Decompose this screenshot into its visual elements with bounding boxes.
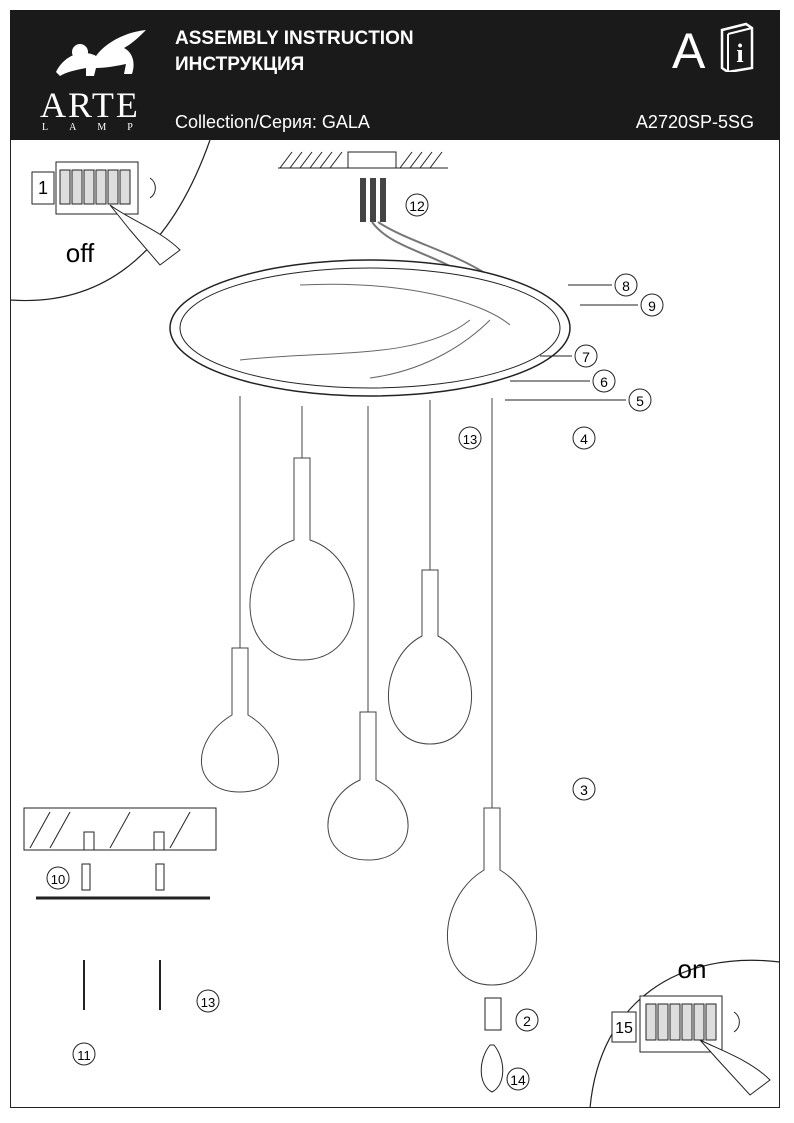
ceiling-section [278,151,448,222]
content-frame [10,140,780,1108]
callout-9: 9 [648,298,656,314]
component-callouts: 8 9 7 6 5 [505,273,664,412]
pendant-shades [200,396,538,986]
switch-off-panel: 1 [31,161,181,266]
screw-icon [81,863,91,891]
callout-4: 4 [580,431,588,447]
canopy-plate [169,259,571,397]
callout-13-bottom: 13 [201,995,215,1010]
ceiling-fixing-detail [23,807,217,1010]
off-label: off [66,238,95,268]
lion-logo-icon [56,30,146,76]
page-title: ASSEMBLY INSTRUCTION [175,28,414,49]
callout-2: 2 [523,1013,531,1029]
page-subtitle: ИНСТРУКЦИЯ [175,54,305,75]
callout-8: 8 [622,278,630,294]
on-label: on [678,954,707,984]
callout-7: 7 [582,349,590,365]
rotate-arrow-icon [733,1011,740,1033]
hand-switch-icon [109,204,181,266]
bulb-icon [480,1044,504,1093]
brand-name: ARTE [40,85,140,125]
language-letter: A [672,23,706,79]
callout-3: 3 [580,782,588,798]
model-number: A2720SP-5SG [635,112,754,132]
callout-14: 14 [510,1072,526,1088]
callout-12: 12 [409,198,425,214]
callout-5: 5 [636,393,644,409]
callout-13-top: 13 [463,432,477,447]
switch-on-panel: 15 [611,995,771,1096]
callout-6: 6 [600,374,608,390]
callout-11: 11 [77,1048,91,1063]
svg-text:i: i [736,39,743,68]
collection-label: Collection/Серия: GALA [175,112,370,132]
callout-10: 10 [51,872,65,887]
step-15-label: 15 [615,1020,633,1037]
step-1-label: 1 [38,178,48,198]
socket-icon [484,997,502,1031]
info-book-icon: i [720,22,754,72]
brand-sub: LAMP [42,122,154,133]
